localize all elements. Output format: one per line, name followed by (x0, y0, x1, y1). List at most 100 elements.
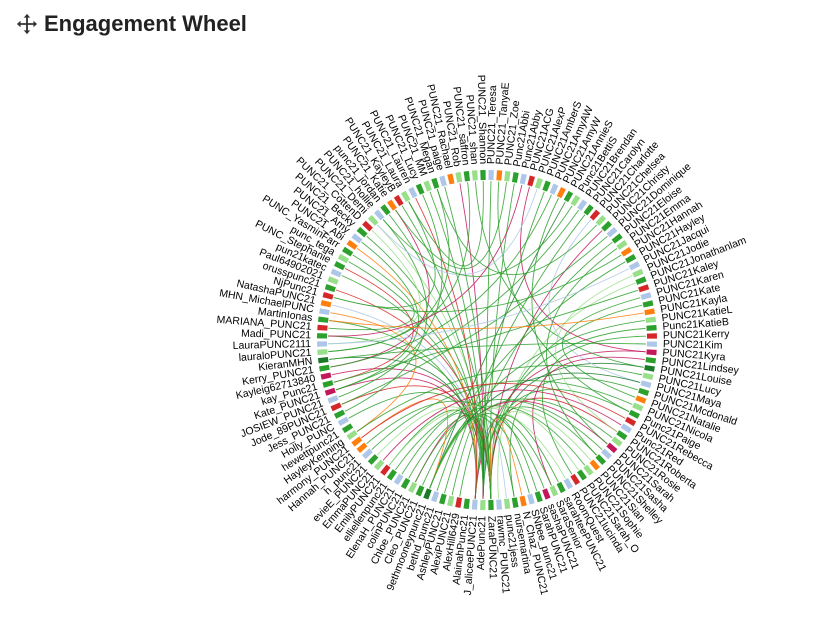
wheel-node-arc-21[interactable] (611, 233, 623, 244)
wheel-node-arc-108[interactable] (334, 261, 346, 271)
wheel-node-arc-106[interactable] (327, 276, 339, 285)
wheel-node-arc-115[interactable] (367, 214, 379, 226)
wheel-node-arc-37[interactable] (645, 357, 657, 364)
wheel-node-arc-80[interactable] (380, 464, 391, 476)
wheel-node-arc-93[interactable] (322, 380, 334, 388)
wheel-node-arc-81[interactable] (373, 459, 385, 471)
wheel-node-arc-19[interactable] (601, 220, 613, 232)
wheel-node-label-98[interactable]: LauraPUNC2111 (233, 338, 312, 352)
wheel-node-arc-45[interactable] (624, 416, 637, 427)
wheel-node-arc-75[interactable] (415, 485, 425, 497)
wheel-node-arc-107[interactable] (330, 268, 342, 278)
wheel-node-arc-79[interactable] (386, 469, 397, 481)
wheel-node-arc-23[interactable] (620, 246, 633, 257)
wheel-node-arc-125[interactable] (439, 175, 447, 187)
wheel-node-arc-73[interactable] (431, 491, 440, 503)
wheel-node-label-35[interactable]: PUNC21Kim (663, 338, 723, 351)
wheel-node-arc-94[interactable] (320, 372, 332, 380)
wheel-node-arc-102[interactable] (319, 308, 330, 316)
wheel-node-label-68[interactable]: J_aliceePUNC21 (462, 515, 480, 596)
wheel-node-label-99[interactable]: Madi_PUNC21 (241, 328, 311, 342)
wheel-node-arc-119[interactable] (393, 194, 404, 207)
wheel-node-arc-54[interactable] (576, 469, 587, 481)
wheel-node-arc-24[interactable] (625, 253, 637, 264)
wheel-node-arc-110[interactable] (342, 246, 354, 257)
wheel-node-arc-13[interactable] (563, 190, 574, 203)
wheel-node-label-3[interactable]: PUNC21_Teresa (485, 85, 499, 164)
wheel-node-arc-66[interactable] (488, 499, 494, 510)
wheel-node-arc-83[interactable] (361, 448, 373, 460)
wheel-node-arc-103[interactable] (320, 300, 332, 308)
wheel-node-arc-46[interactable] (620, 423, 632, 434)
wheel-node-arc-65[interactable] (496, 499, 503, 510)
wheel-node-arc-90[interactable] (330, 402, 342, 412)
wheel-node-arc-95[interactable] (319, 364, 330, 372)
wheel-node-arc-61[interactable] (527, 493, 535, 505)
wheel-node-arc-120[interactable] (400, 190, 411, 202)
wheel-node-label-97[interactable]: lauraloPUNC21 (238, 347, 312, 364)
wheel-node-label-67[interactable]: AdePunc21 (475, 516, 488, 571)
wheel-node-arc-100[interactable] (317, 324, 328, 331)
wheel-node-arc-76[interactable] (408, 481, 418, 493)
wheel-node-arc-2[interactable] (480, 170, 486, 181)
wheel-node-arc-91[interactable] (327, 395, 339, 404)
wheel-node-arc-3[interactable] (488, 170, 494, 181)
wheel-node-arc-27[interactable] (635, 276, 647, 285)
wheel-node-label-65[interactable]: rawmc_PUNC21 (494, 515, 512, 594)
wheel-node-arc-9[interactable] (534, 177, 543, 189)
wheel-node-arc-64[interactable] (504, 498, 511, 510)
wheel-node-arc-116[interactable] (374, 209, 385, 221)
wheel-node-arc-26[interactable] (632, 268, 644, 278)
wheel-node-arc-18[interactable] (595, 215, 607, 226)
wheel-node-arc-29[interactable] (640, 292, 652, 300)
wheel-node-arc-48[interactable] (611, 436, 623, 447)
wheel-node-arc-69[interactable] (463, 498, 470, 510)
wheel-node-arc-35[interactable] (646, 341, 657, 347)
wheel-node-arc-84[interactable] (356, 442, 368, 453)
wheel-node-label-36[interactable]: PUNC21Kyra (662, 347, 726, 364)
wheel-node-arc-30[interactable] (642, 300, 654, 308)
wheel-node-arc-36[interactable] (646, 349, 657, 356)
wheel-node-label-1[interactable]: PUNC21_shan (463, 94, 480, 165)
wheel-node-arc-88[interactable] (337, 416, 349, 427)
wheel-node-arc-8[interactable] (527, 175, 535, 187)
wheel-node-arc-97[interactable] (317, 349, 328, 356)
wheel-node-arc-117[interactable] (380, 204, 391, 216)
wheel-node-arc-11[interactable] (549, 183, 559, 195)
wheel-node-arc-58[interactable] (549, 485, 559, 497)
wheel-node-arc-57[interactable] (556, 481, 566, 494)
wheel-node-arc-77[interactable] (400, 477, 411, 490)
wheel-node-label-33[interactable]: Punc21KatieB (662, 316, 729, 333)
wheel-node-label-2[interactable]: PUNC21_Shannon (475, 75, 489, 165)
wheel-node-arc-32[interactable] (645, 316, 657, 323)
wheel-node-arc-71[interactable] (447, 495, 455, 507)
wheel-node-arc-105[interactable] (324, 284, 336, 293)
wheel-node-arc-96[interactable] (317, 357, 329, 364)
wheel-node-arc-47[interactable] (616, 430, 628, 441)
wheel-node-arc-72[interactable] (439, 493, 447, 505)
wheel-node-arc-121[interactable] (408, 186, 418, 199)
wheel-node-arc-122[interactable] (415, 183, 425, 195)
wheel-node-arc-5[interactable] (504, 170, 511, 182)
wheel-node-arc-63[interactable] (511, 497, 519, 508)
wheel-node-arc-126[interactable] (447, 173, 455, 185)
wheel-node-label-34[interactable]: PUNC21Kerry (663, 328, 731, 342)
wheel-node-arc-85[interactable] (351, 436, 363, 447)
wheel-node-arc-4[interactable] (496, 170, 503, 181)
wheel-node-arc-68[interactable] (471, 499, 478, 510)
wheel-node-arc-51[interactable] (595, 454, 607, 466)
wheel-node-arc-109[interactable] (337, 253, 350, 264)
wheel-node-arc-78[interactable] (393, 473, 404, 485)
wheel-node-arc-12[interactable] (556, 187, 566, 199)
wheel-node-arc-20[interactable] (606, 227, 618, 238)
wheel-node-arc-118[interactable] (387, 199, 398, 211)
wheel-node-arc-86[interactable] (346, 429, 358, 440)
wheel-node-arc-14[interactable] (570, 195, 581, 207)
wheel-node-arc-43[interactable] (632, 402, 644, 412)
wheel-node-arc-113[interactable] (356, 226, 368, 238)
wheel-node-arc-112[interactable] (351, 233, 363, 244)
wheel-node-arc-31[interactable] (644, 308, 655, 316)
wheel-node-arc-10[interactable] (542, 180, 551, 192)
wheel-node-arc-55[interactable] (570, 473, 581, 486)
wheel-node-arc-49[interactable] (606, 442, 618, 454)
